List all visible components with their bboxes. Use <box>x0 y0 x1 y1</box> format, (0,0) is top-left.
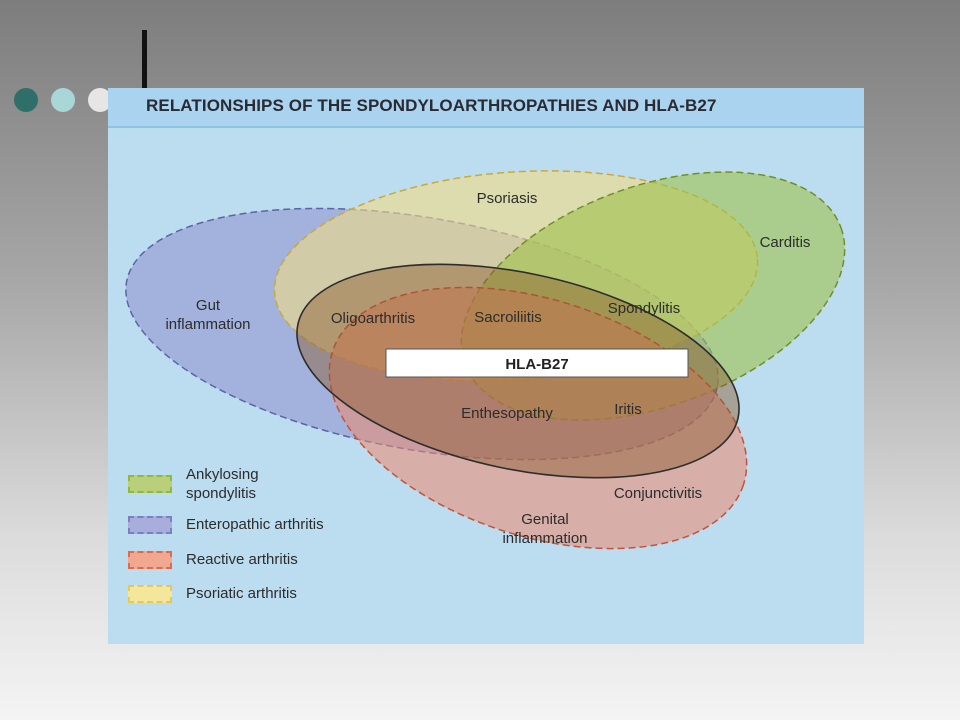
label-oligoarthritis: Oligoarthritis <box>331 310 415 327</box>
hla-b27-box <box>385 348 689 378</box>
label-psoriasis: Psoriasis <box>477 190 538 207</box>
legend-item-enteropathic-arthritis: Enteropathic arthritis <box>128 515 324 534</box>
legend-item-reactive-arthritis: Reactive arthritis <box>128 550 298 569</box>
slide-accent-bar <box>142 30 147 88</box>
legend-swatch <box>128 550 172 569</box>
legend-item-psoriatic-arthritis: Psoriatic arthritis <box>128 584 297 603</box>
label-iritis: Iritis <box>614 401 642 418</box>
legend-swatch <box>128 584 172 603</box>
label-conjunctivitis: Conjunctivitis <box>614 485 702 502</box>
figure-title: RELATIONSHIPS OF THE SPONDYLOARTHROPATHI… <box>146 96 717 115</box>
title-strip: RELATIONSHIPS OF THE SPONDYLOARTHROPATHI… <box>108 88 864 128</box>
venn-figure: RELATIONSHIPS OF THE SPONDYLOARTHROPATHI… <box>108 88 864 644</box>
label-carditis: Carditis <box>760 234 811 251</box>
legend-label: Reactive arthritis <box>186 551 298 568</box>
hla-b27-label: HLA-B27 <box>505 356 568 373</box>
legend-label: Enteropathic arthritis <box>186 516 324 533</box>
label-sacroiliitis: Sacroiliitis <box>474 309 542 326</box>
bullet-dot-1 <box>14 88 38 112</box>
legend-label: Psoriatic arthritis <box>186 585 297 602</box>
label-spondylitis: Spondylitis <box>608 300 681 317</box>
bullet-dot-2 <box>51 88 75 112</box>
legend-swatch <box>128 475 172 493</box>
slide-bullet-dots <box>14 88 112 112</box>
legend-swatch <box>128 515 172 534</box>
label-enthesopathy: Enthesopathy <box>461 405 553 422</box>
